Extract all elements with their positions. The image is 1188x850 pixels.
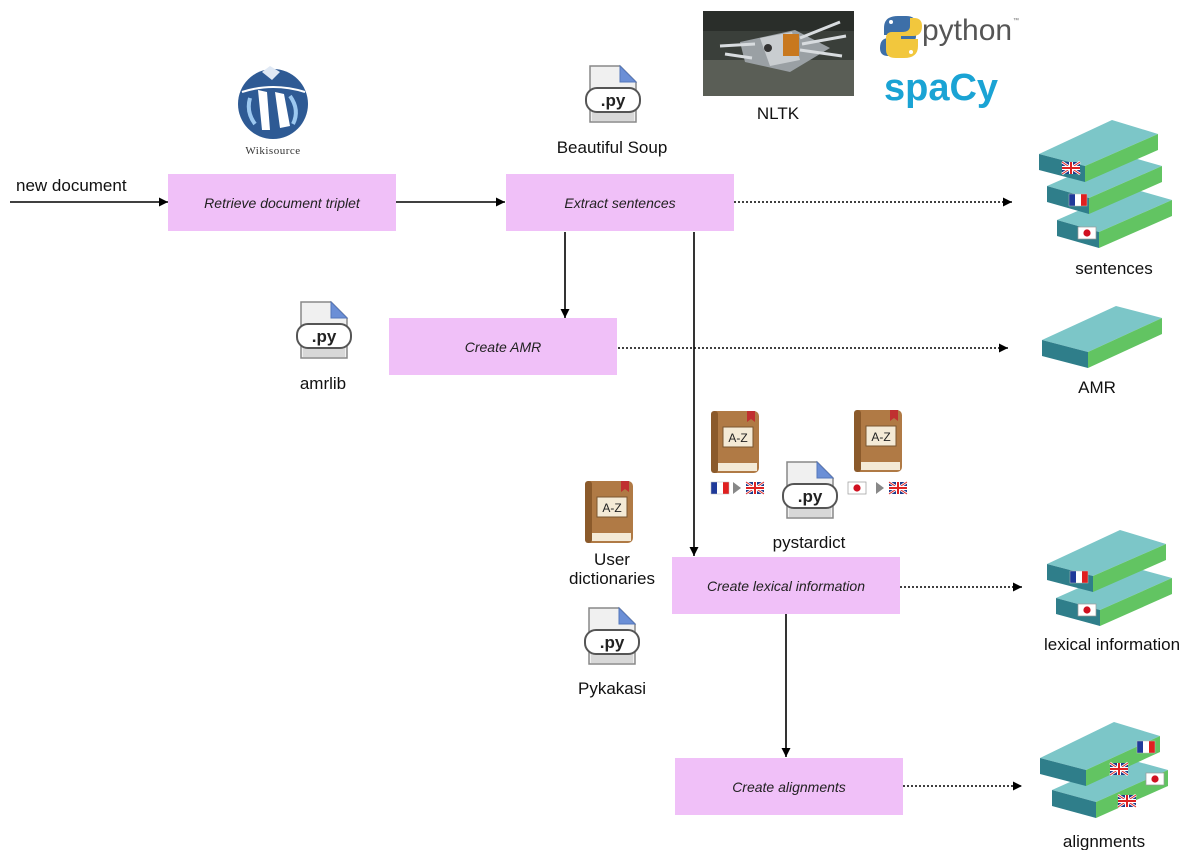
japan-flag-icon [1077, 226, 1097, 240]
amr-output-label: AMR [1078, 378, 1116, 397]
process-retrieve: Retrieve document triplet [168, 174, 396, 231]
python-wordmark: python [922, 14, 1012, 47]
amrlib-label: amrlib [300, 374, 346, 393]
az-glyph: A-Z [602, 501, 621, 515]
uk-flag-icon [1116, 793, 1138, 809]
process-extract-label: Extract sentences [564, 195, 675, 211]
py-glyph: .py [312, 327, 337, 346]
pystardict-label: pystardict [773, 533, 846, 552]
lexical-output-label: lexical information [1044, 635, 1180, 654]
py-glyph: .py [600, 633, 625, 652]
python-trademark: ™ [1013, 17, 1019, 24]
lexical-stack [1047, 530, 1172, 626]
direction-arrow-icon [876, 482, 884, 494]
sentences-stack [1039, 120, 1172, 248]
spacy-wordmark: spaCy [884, 67, 998, 109]
process-amr-label: Create AMR [465, 339, 542, 355]
amr-stack [1042, 306, 1162, 368]
process-extract: Extract sentences [506, 174, 734, 231]
python-file-icon: .py [585, 65, 641, 123]
pykakasi-label: Pykakasi [578, 679, 646, 698]
process-retrieve-label: Retrieve document triplet [204, 195, 361, 211]
japan-flag-icon [1077, 603, 1097, 617]
beautiful-soup-label: Beautiful Soup [557, 138, 668, 157]
nltk-label: NLTK [757, 104, 800, 123]
uk-flag-icon [887, 480, 909, 496]
dictionary-book-icon: A-Z [710, 410, 760, 474]
direction-arrow-icon [733, 482, 741, 494]
process-amr: Create AMR [389, 318, 617, 375]
az-glyph: A-Z [728, 431, 747, 445]
uk-flag-icon [1060, 160, 1082, 176]
python-file-icon: .py [782, 461, 838, 519]
dictionary-book-icon: A-Z [584, 480, 634, 544]
process-alignments: Create alignments [675, 758, 903, 815]
uk-flag-icon [1108, 761, 1130, 777]
py-glyph: .py [798, 487, 823, 506]
python-file-icon: .py [296, 301, 352, 359]
input-label: new document [16, 176, 127, 195]
uk-flag-icon [744, 480, 766, 496]
wikisource-label: Wikisource [245, 145, 300, 157]
layer-stack-icon [1042, 306, 1162, 368]
python-logo-icon [880, 16, 922, 58]
layer-stack-icon [1047, 154, 1162, 214]
dictionary-book-icon: A-Z [853, 409, 903, 473]
arrows [10, 197, 1022, 791]
process-lexical-label: Create lexical information [707, 578, 865, 594]
nltk-photo-icon [703, 11, 854, 96]
japan-flag-icon [847, 481, 867, 495]
user-dictionaries-label-line2: dictionaries [569, 569, 655, 588]
python-file-icon: .py [584, 607, 640, 665]
alignments-output-label: alignments [1063, 832, 1145, 850]
japan-flag-icon [1145, 772, 1165, 786]
sentences-label: sentences [1075, 259, 1153, 278]
az-glyph: A-Z [871, 430, 890, 444]
user-dictionaries-label-line1: User [594, 550, 630, 569]
france-flag-icon [710, 481, 730, 495]
france-flag-icon [1069, 570, 1089, 584]
france-flag-icon [1136, 740, 1156, 754]
process-lexical: Create lexical information [672, 557, 900, 614]
process-alignments-label: Create alignments [732, 779, 846, 795]
france-flag-icon [1068, 193, 1088, 207]
alignments-stack [1040, 722, 1168, 818]
py-glyph: .py [601, 91, 626, 110]
wikisource-logo-icon: Wikisource [238, 66, 308, 157]
